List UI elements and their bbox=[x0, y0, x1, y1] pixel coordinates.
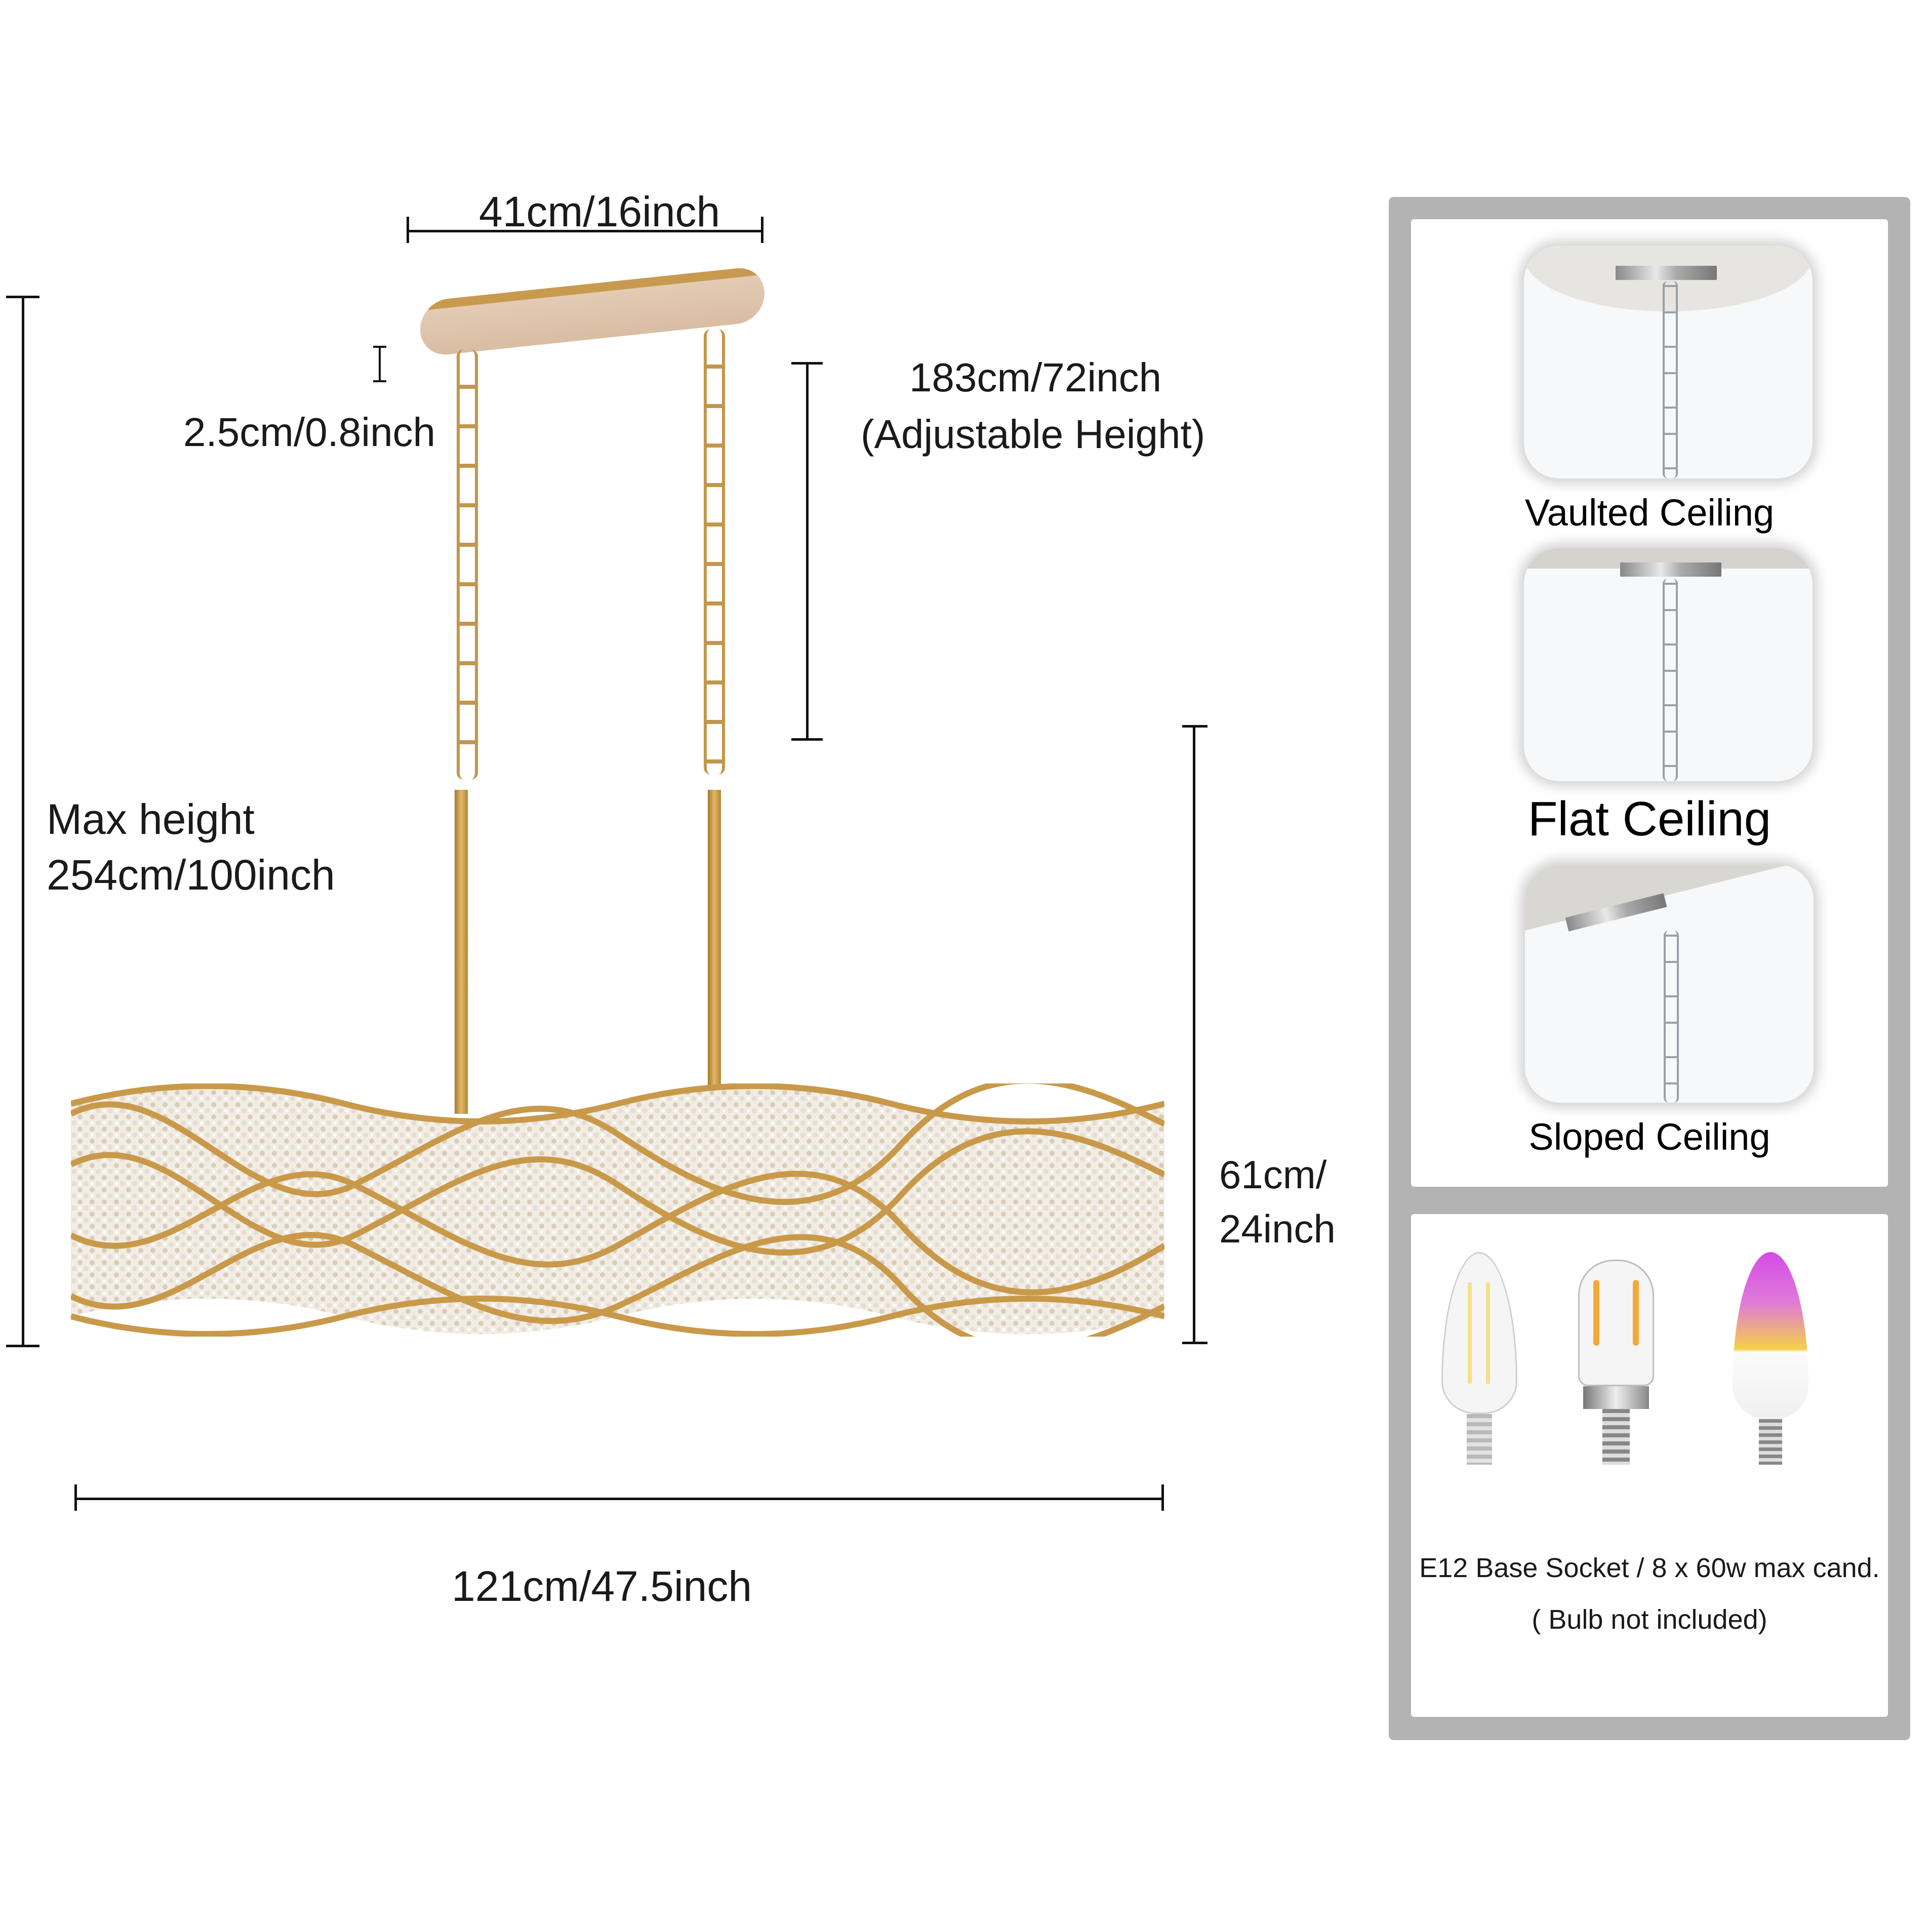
flat-chain-icon bbox=[1663, 579, 1678, 781]
body-height-line1: 61cm/ bbox=[1219, 1152, 1327, 1197]
adjustable-height-value: 183cm/72inch bbox=[909, 355, 1162, 400]
max-height-label: Max height bbox=[47, 795, 255, 843]
body-height-line2: 24inch bbox=[1219, 1206, 1336, 1251]
adjustable-height-note: (Adjustable Height) bbox=[861, 412, 1205, 457]
woven-crystal-band-icon bbox=[69, 1077, 1166, 1353]
adjustable-height-tick-bottom bbox=[791, 738, 823, 741]
max-height-value: 254cm/100inch bbox=[47, 851, 335, 899]
flat-ceiling-label: Flat Ceiling bbox=[1527, 792, 1772, 846]
rgb-smart-candle-bulb-icon bbox=[1733, 1252, 1808, 1465]
body-width-label: 121cm/47.5inch bbox=[452, 1562, 752, 1610]
max-height-tick-bottom bbox=[6, 1345, 39, 1347]
right-rod bbox=[708, 790, 721, 1114]
bulbs-box: E12 Base Socket / 8 x 60w max cand. ( Bu… bbox=[1411, 1214, 1888, 1717]
canopy-height-tick-bottom bbox=[373, 380, 386, 382]
vaulted-chain-icon bbox=[1663, 281, 1678, 478]
vaulted-ceiling-card bbox=[1524, 246, 1813, 478]
adjustable-height-line bbox=[806, 362, 809, 741]
right-chain bbox=[704, 329, 725, 775]
bulb-spec-text: E12 Base Socket / 8 x 60w max cand. bbox=[1419, 1553, 1880, 1583]
canopy-height-label: 2.5cm/0.8inch bbox=[183, 410, 436, 455]
flat-canopy-icon bbox=[1620, 562, 1721, 577]
flat-ceiling-card bbox=[1524, 548, 1813, 781]
tubular-filament-bulb-icon bbox=[1578, 1260, 1654, 1465]
ceiling-types-box: Vaulted Ceiling Flat Ceiling Sloped Ceil… bbox=[1411, 219, 1888, 1187]
body-height-tick-bottom bbox=[1182, 1342, 1208, 1344]
sloped-ceiling-label: Sloped Ceiling bbox=[1528, 1116, 1770, 1158]
candelabra-filament-bulb-icon bbox=[1441, 1252, 1517, 1465]
canopy-width-line bbox=[408, 230, 763, 232]
left-chain bbox=[457, 349, 478, 780]
bulb-not-included-note: ( Bulb not included) bbox=[1532, 1604, 1767, 1635]
max-height-line bbox=[22, 296, 24, 1347]
body-width-line bbox=[74, 1498, 1163, 1500]
sloped-chain-icon bbox=[1664, 931, 1679, 1103]
vaulted-canopy-icon bbox=[1616, 266, 1717, 280]
canopy-width-tick-right bbox=[761, 217, 763, 243]
crystal-chandelier-body bbox=[69, 1077, 1166, 1353]
canopy-width-label: 41cm/16inch bbox=[479, 188, 720, 235]
canopy-height-line bbox=[379, 346, 381, 381]
vaulted-ceiling-label: Vaulted Ceiling bbox=[1524, 492, 1775, 534]
body-height-line bbox=[1193, 725, 1195, 1344]
left-rod bbox=[455, 790, 468, 1114]
canopy-width-tick-left bbox=[407, 217, 409, 243]
sloped-ceiling-card bbox=[1525, 865, 1814, 1103]
body-width-tick-right bbox=[1161, 1484, 1164, 1511]
